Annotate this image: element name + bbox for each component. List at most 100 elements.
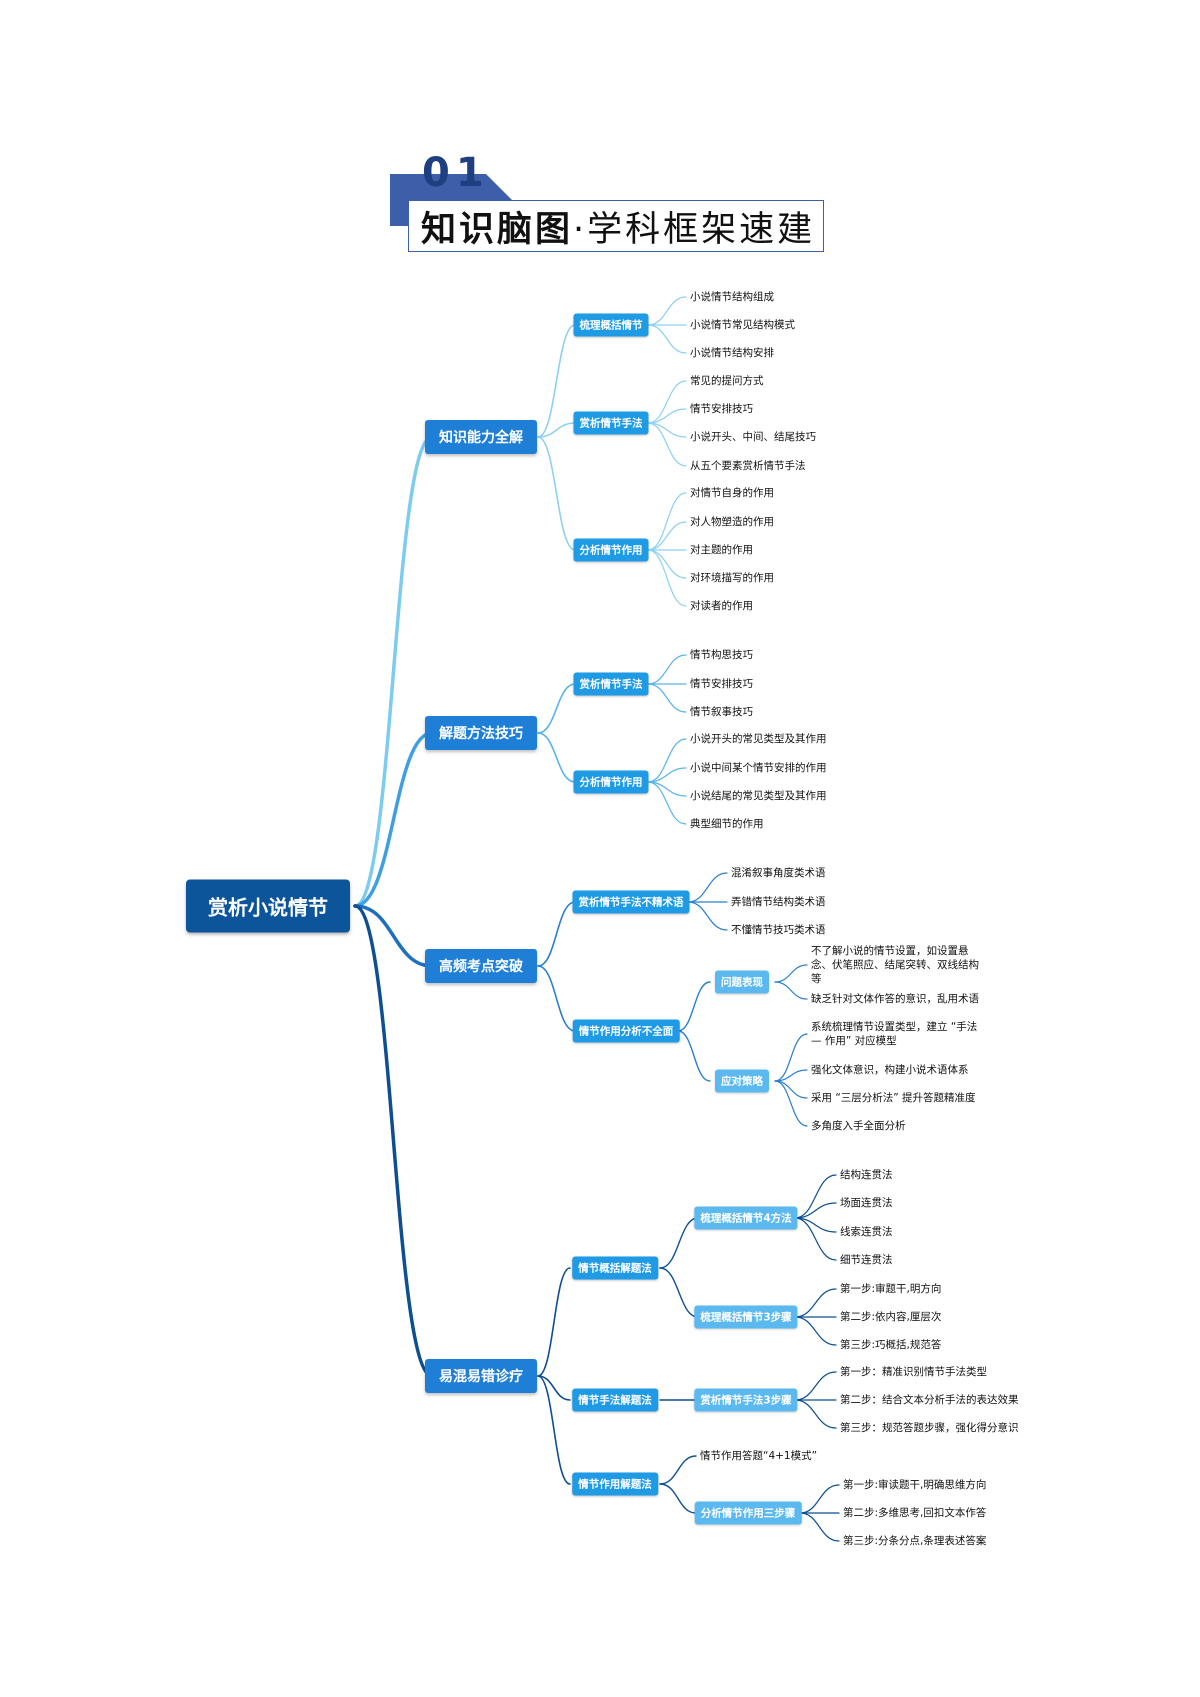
leaf-item: 强化文体意识，构建小说术语体系 bbox=[811, 1064, 969, 1076]
connector-line bbox=[647, 422, 687, 467]
leaf-item: 情节作用答题“4+1模式” bbox=[700, 1450, 818, 1462]
leaf-item: 缺乏针对文体作答的意识，乱用术语 bbox=[811, 993, 979, 1005]
leaf-item: 弄错情节结构类术语 bbox=[731, 896, 826, 908]
node-function-3-steps[interactable]: 分析情节作用三步骤 bbox=[694, 1501, 802, 1525]
leaf-item: 第三步:分条分点,条理表述答案 bbox=[843, 1535, 987, 1547]
connector-line bbox=[794, 1316, 837, 1346]
leaf-item: 小说开头、中间、结尾技巧 bbox=[690, 431, 816, 443]
connector-line bbox=[647, 380, 687, 424]
connector-line bbox=[794, 1399, 837, 1429]
subbranch-technique-method[interactable]: 情节手法解题法 bbox=[572, 1388, 658, 1412]
subbranch-summarize-plot[interactable]: 梳理概括情节 bbox=[573, 313, 649, 337]
leaf-item: 混淆叙事角度类术语 bbox=[731, 867, 826, 879]
branch-high-frequency[interactable]: 高频考点突破 bbox=[425, 949, 537, 983]
branch-knowledge-ability[interactable]: 知识能力全解 bbox=[425, 420, 537, 454]
leaf-item: 细节连贯法 bbox=[840, 1254, 893, 1266]
leaf-item: 典型细节的作用 bbox=[690, 818, 764, 830]
branch-solving-methods[interactable]: 解题方法技巧 bbox=[425, 716, 537, 750]
leaf-item: 对读者的作用 bbox=[690, 600, 753, 612]
leaf-item: 系统梳理情节设置类型，建立 “手法 — 作用” 对应模型 bbox=[811, 1021, 978, 1047]
connector-line bbox=[647, 549, 687, 607]
connector-line bbox=[647, 408, 687, 424]
connector-line bbox=[537, 901, 576, 967]
connector-line bbox=[774, 1033, 808, 1082]
connector-line bbox=[647, 296, 687, 326]
subbranch-terminology[interactable]: 赏析情节手法不精术语 bbox=[572, 890, 690, 914]
subbranch-function-incomplete[interactable]: 情节作用分析不全面 bbox=[572, 1019, 680, 1043]
connector-line bbox=[794, 1202, 837, 1219]
connector-line bbox=[647, 492, 687, 551]
connector-line bbox=[774, 964, 808, 983]
connector-line bbox=[647, 549, 687, 579]
leaf-item: 从五个要素赏析情节手法 bbox=[690, 460, 806, 472]
connector-line bbox=[537, 1375, 571, 1485]
leaf-item: 采用 “三层分析法” 提升答题精准度 bbox=[811, 1092, 976, 1104]
leaf-item: 第二步:多维思考,回扣文本作答 bbox=[843, 1507, 987, 1519]
connector-line bbox=[659, 1455, 697, 1485]
connector-line bbox=[537, 965, 576, 1032]
subbranch-appreciate-technique-2[interactable]: 赏析情节手法 bbox=[573, 672, 649, 696]
connector-line bbox=[774, 1080, 808, 1127]
connector-line bbox=[647, 738, 687, 783]
connector-line bbox=[799, 1512, 840, 1542]
connector-line bbox=[647, 654, 687, 685]
connector-line bbox=[647, 324, 687, 354]
leaf-item: 第一步：精准识别情节手法类型 bbox=[840, 1366, 987, 1378]
connector-line bbox=[353, 904, 434, 1378]
node-summary-4-methods[interactable]: 梳理概括情节4方法 bbox=[694, 1206, 798, 1230]
connector-line bbox=[687, 872, 728, 903]
leaf-item: 情节构思技巧 bbox=[690, 649, 753, 661]
connector-line bbox=[659, 1267, 699, 1318]
leaf-item: 小说情节结构安排 bbox=[690, 347, 774, 359]
leaf-item: 小说中间某个情节安排的作用 bbox=[690, 762, 827, 774]
leaf-item: 第三步:巧概括,规范答 bbox=[840, 1339, 942, 1351]
leaf-item: 第一步:审题干,明方向 bbox=[840, 1283, 942, 1295]
connector-line bbox=[794, 1217, 837, 1261]
connector-line bbox=[794, 1371, 837, 1401]
connector-line bbox=[537, 422, 576, 438]
leaf-item: 情节叙事技巧 bbox=[690, 706, 753, 718]
connector-line bbox=[794, 1174, 837, 1219]
leaf-item: 多角度入手全面分析 bbox=[811, 1120, 906, 1132]
connector-line bbox=[677, 981, 711, 1032]
leaf-item: 第一步:审读题干,明确思维方向 bbox=[843, 1479, 987, 1491]
header-title-bold: 知识脑图 bbox=[421, 209, 574, 250]
connector-line bbox=[659, 1217, 699, 1269]
leaf-item: 不了解小说的情节设置，如设置悬念、伏笔照应、结尾突转、双线结构等 bbox=[811, 945, 979, 985]
leaf-item: 对环境描写的作用 bbox=[690, 572, 774, 584]
node-problem-manifestation[interactable]: 问题表现 bbox=[715, 970, 769, 994]
connector-line bbox=[687, 901, 728, 931]
leaf-item: 对情节自身的作用 bbox=[690, 487, 774, 499]
subbranch-summary-method[interactable]: 情节概括解题法 bbox=[572, 1256, 658, 1280]
subbranch-analyze-function-2[interactable]: 分析情节作用 bbox=[573, 770, 649, 794]
connector-line bbox=[677, 1030, 711, 1082]
leaf-item: 不懂情节技巧类术语 bbox=[731, 924, 826, 936]
branch-error-diagnosis[interactable]: 易混易错诊疗 bbox=[425, 1359, 537, 1393]
node-technique-3-steps[interactable]: 赏析情节手法3步骤 bbox=[694, 1388, 798, 1412]
leaf-item: 对主题的作用 bbox=[690, 544, 753, 556]
connector-line bbox=[774, 1080, 808, 1099]
header-title-rest: ·学科框架速建 bbox=[573, 209, 816, 250]
mindmap-root[interactable]: 赏析小说情节 bbox=[186, 879, 350, 933]
subbranch-analyze-function[interactable]: 分析情节作用 bbox=[573, 538, 649, 562]
connector-line bbox=[794, 1288, 837, 1318]
connector-line bbox=[647, 767, 687, 783]
connector-line bbox=[537, 1267, 571, 1377]
leaf-item: 小说情节结构组成 bbox=[690, 291, 774, 303]
connector-line bbox=[537, 683, 576, 734]
leaf-item: 场面连贯法 bbox=[840, 1197, 893, 1209]
connector-line bbox=[774, 981, 808, 1000]
subbranch-function-method[interactable]: 情节作用解题法 bbox=[572, 1472, 658, 1496]
node-countermeasures[interactable]: 应对策略 bbox=[715, 1069, 769, 1093]
connector-line bbox=[799, 1484, 840, 1514]
node-summary-3-steps[interactable]: 梳理概括情节3步骤 bbox=[694, 1305, 798, 1329]
subbranch-appreciate-technique[interactable]: 赏析情节手法 bbox=[573, 411, 649, 435]
header-number: 01 bbox=[422, 150, 490, 196]
connector-line bbox=[537, 324, 576, 438]
leaf-item: 第二步：结合文本分析手法的表达效果 bbox=[840, 1394, 1019, 1406]
connector-line bbox=[353, 435, 434, 908]
leaf-item: 小说结尾的常见类型及其作用 bbox=[690, 790, 827, 802]
connector-line bbox=[353, 731, 434, 908]
leaf-item: 线索连贯法 bbox=[840, 1226, 893, 1238]
